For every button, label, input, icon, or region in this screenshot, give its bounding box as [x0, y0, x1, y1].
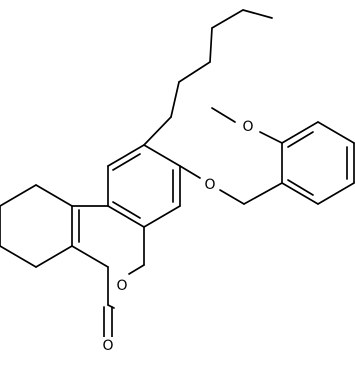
bond	[243, 182, 283, 205]
bond	[281, 121, 319, 144]
double-bond-line	[287, 131, 314, 148]
bond	[143, 205, 181, 228]
atom-mask	[114, 277, 130, 293]
bond	[107, 304, 115, 309]
bond	[317, 182, 355, 205]
atom-labels: O O O O	[100, 118, 256, 354]
double-bond-line	[287, 179, 314, 196]
bond	[179, 165, 201, 179]
bond	[178, 61, 211, 83]
atom-mask	[202, 176, 218, 192]
bond	[170, 81, 180, 118]
bond	[281, 182, 319, 205]
lactone-ring	[71, 205, 145, 339]
ether-oxygen-label: O	[204, 177, 215, 193]
methoxy-group	[211, 107, 283, 144]
bond	[211, 107, 236, 123]
bond	[317, 121, 355, 144]
bond	[211, 9, 244, 29]
bond	[71, 245, 109, 268]
bond	[0, 184, 37, 207]
methoxy-oxygen-label: O	[242, 119, 253, 135]
carbonyl-oxygen-label: O	[102, 338, 113, 354]
atom-mask	[240, 118, 256, 134]
atom-mask	[100, 337, 116, 353]
bond	[107, 144, 145, 167]
hexyl-chain	[143, 9, 273, 146]
bond	[242, 9, 273, 19]
bond	[35, 245, 73, 268]
ring-oxygen-label: O	[116, 278, 127, 294]
bond	[107, 205, 145, 228]
methoxyphenyl-ring	[281, 121, 355, 205]
bond	[143, 144, 181, 167]
bond	[209, 27, 213, 63]
bond	[35, 184, 73, 207]
double-bond-line	[112, 201, 141, 219]
double-bond-line	[112, 153, 141, 171]
bond	[143, 116, 172, 146]
cyclohexene-ring	[0, 184, 73, 268]
bond	[259, 131, 283, 144]
bond	[0, 245, 37, 268]
bond	[128, 264, 145, 275]
central-benzene-ring	[107, 144, 181, 228]
benzyloxy-group	[179, 165, 283, 205]
bond	[219, 189, 245, 205]
